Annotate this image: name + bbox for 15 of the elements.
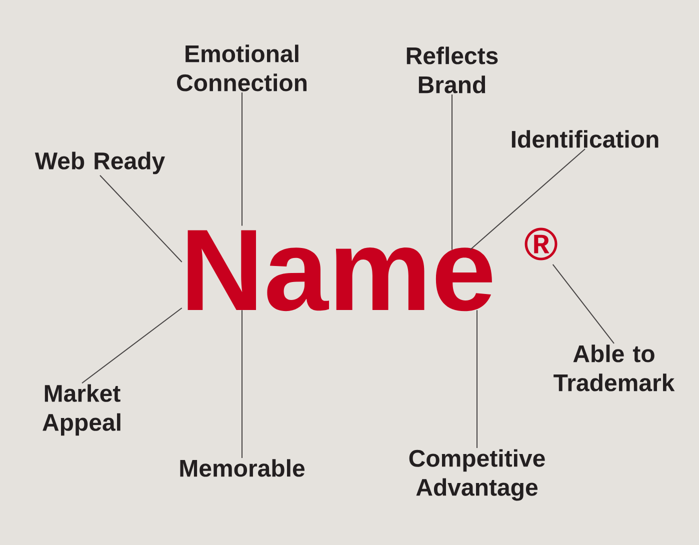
registered-symbol: ® bbox=[524, 228, 558, 260]
attribute-label: Market Appeal bbox=[42, 384, 120, 436]
leader-line bbox=[470, 148, 586, 250]
leader-line bbox=[552, 264, 614, 344]
attribute-label: Reflects Brand bbox=[406, 46, 498, 94]
attribute-label: Memorable bbox=[180, 459, 305, 477]
attribute-label: Emotional Connection bbox=[177, 44, 307, 92]
attribute-label: Web Ready bbox=[34, 152, 165, 174]
headline-word: Name bbox=[188, 230, 492, 312]
leader-line bbox=[476, 310, 478, 449]
attribute-label: Identification bbox=[512, 130, 658, 148]
leader-line bbox=[100, 174, 182, 262]
leader-line bbox=[82, 308, 182, 384]
attribute-label: Competitive Advantage bbox=[409, 449, 545, 501]
attribute-label: Able to Trademark bbox=[554, 344, 675, 392]
